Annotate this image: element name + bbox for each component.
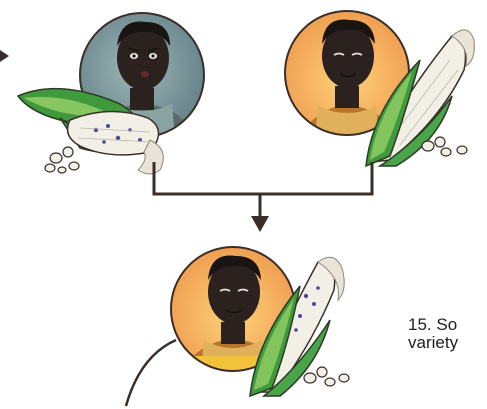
- continuation-curve: [126, 340, 176, 406]
- loose-kernels-bottom: [304, 367, 349, 386]
- cross-connector: [154, 162, 372, 218]
- caption-text: 15. So variety: [408, 316, 458, 352]
- arrow-down-icon: [251, 216, 269, 232]
- incoming-arrow-tip: [0, 50, 9, 62]
- caption-line-2: variety: [408, 334, 458, 352]
- caption-line-1: 15. So: [408, 316, 458, 334]
- loose-kernels-left: [45, 147, 79, 173]
